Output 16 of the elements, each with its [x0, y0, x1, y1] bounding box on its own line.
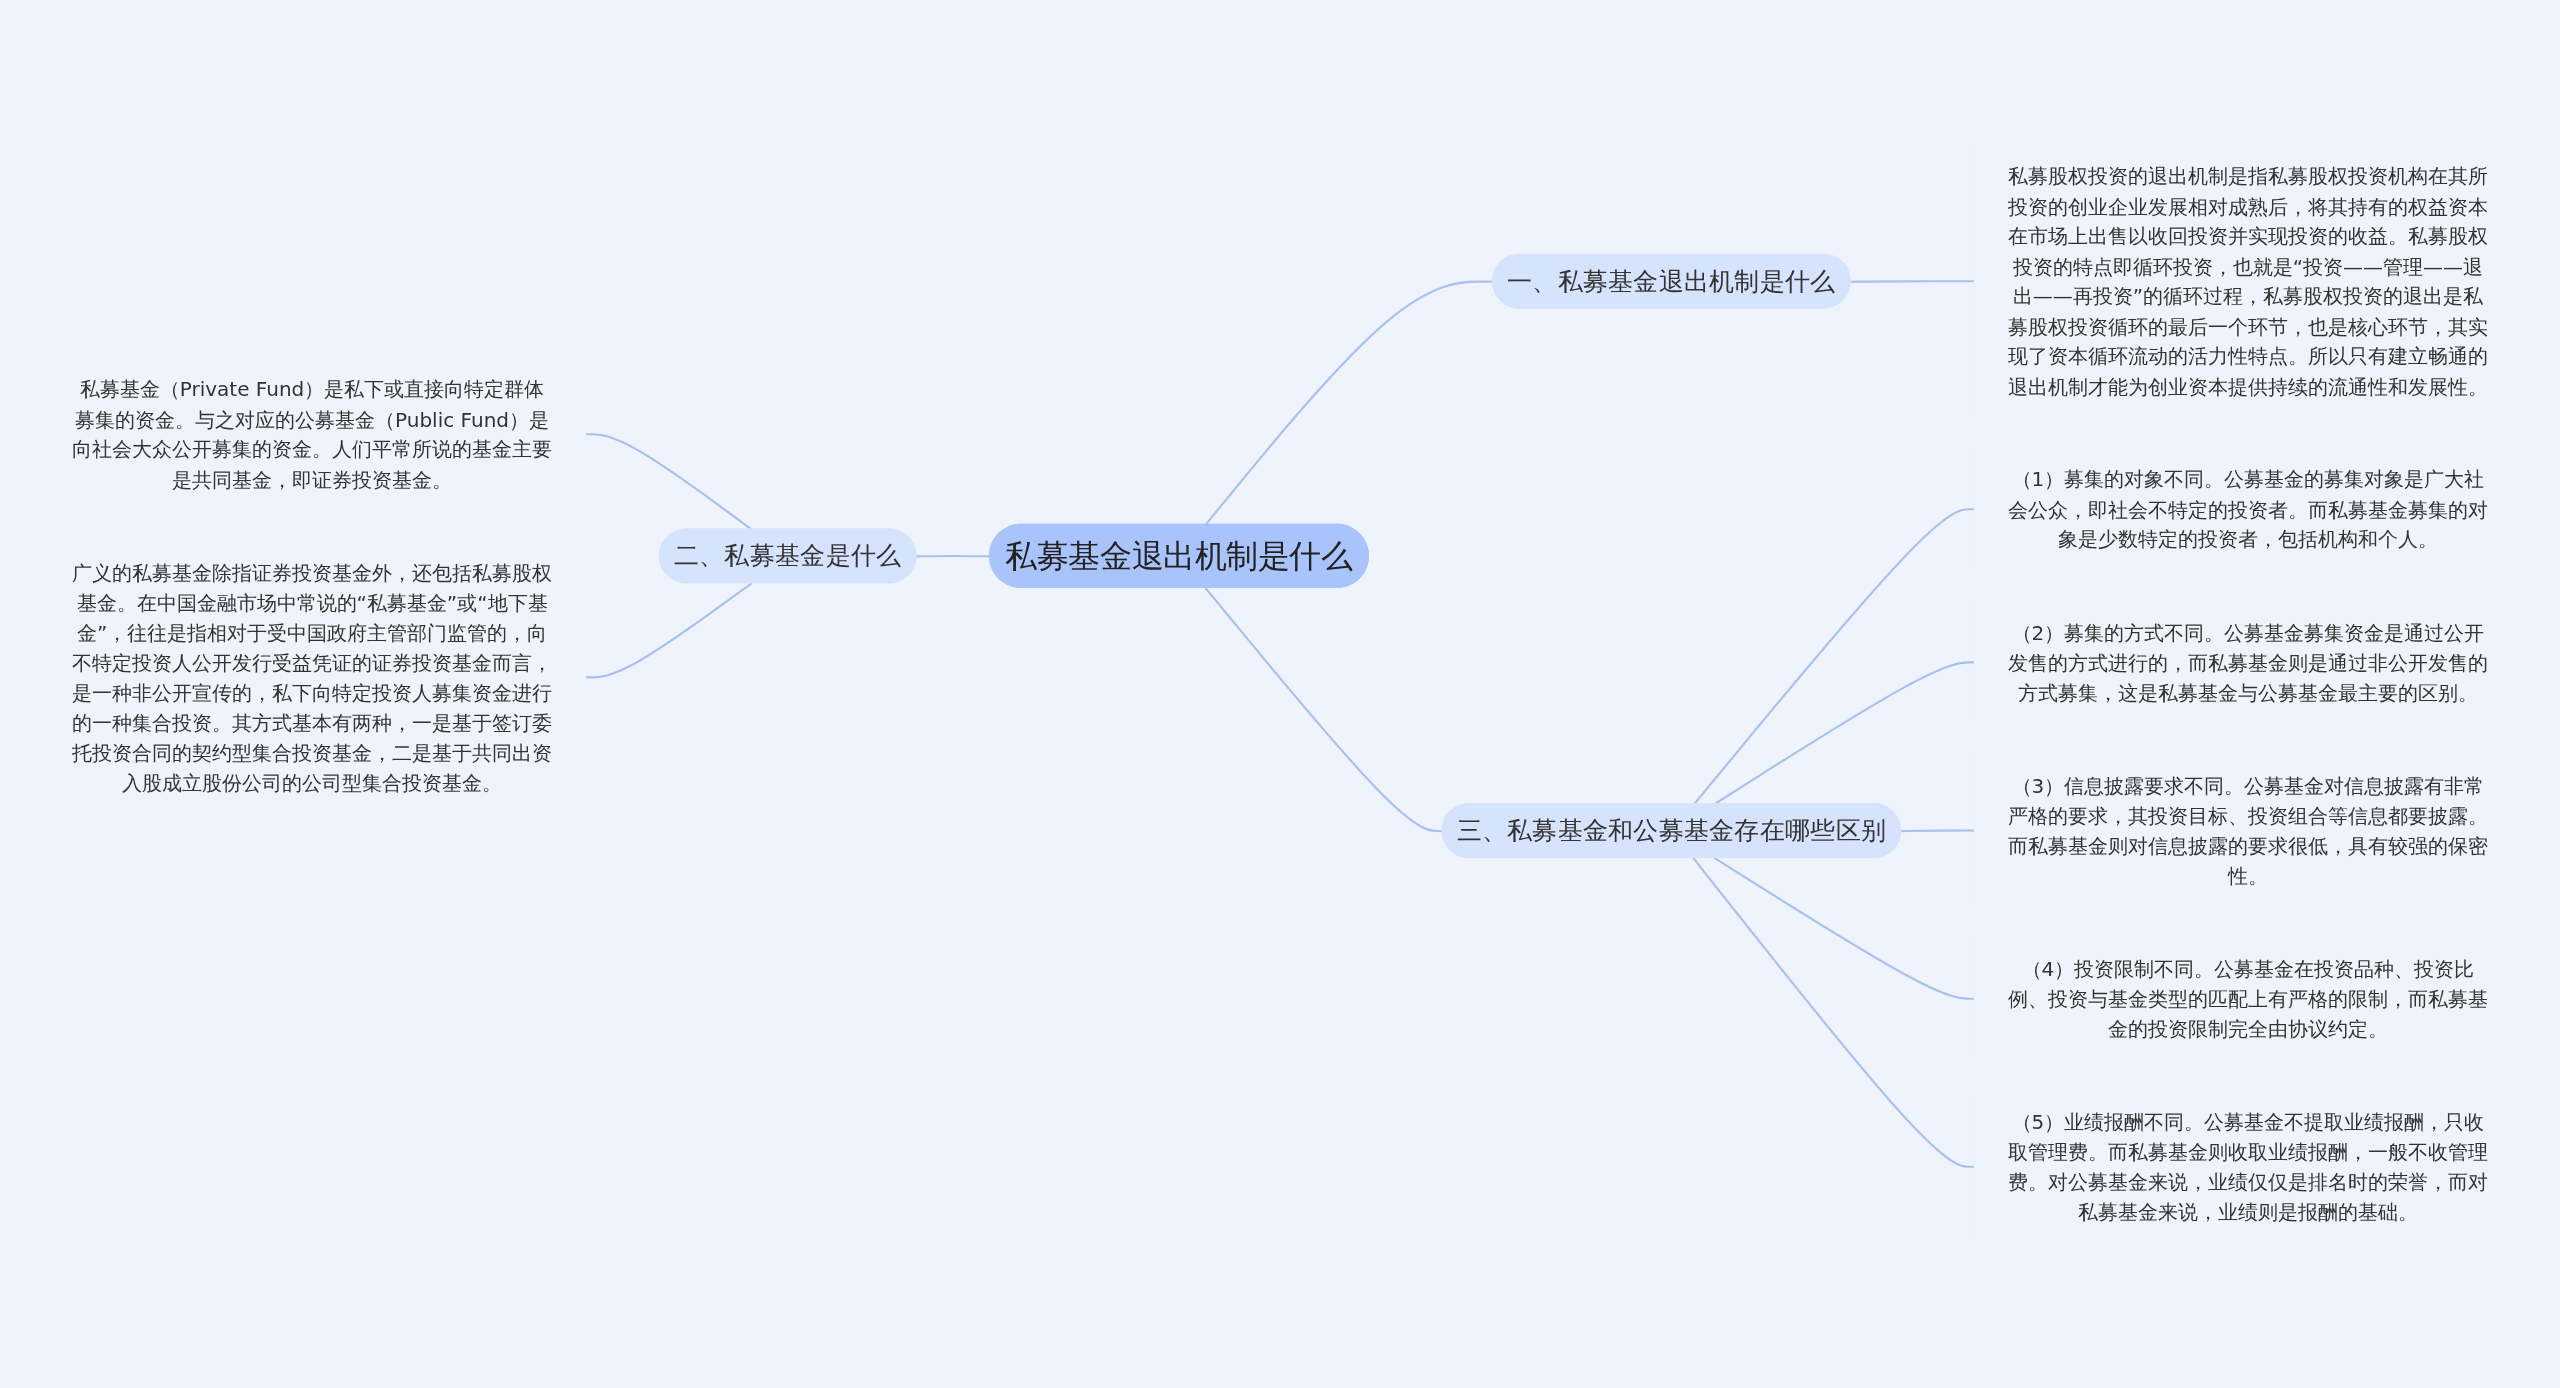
node-text: 广义的私募基金除指证券投资基金外，还包括私募股权基金。在中国金融市场中常说的“私募基金”或“地下基金”，往往是指相对于受中国政府主管部门监管的，向不特定投资人公开发行受益凭证的证券投资基金而言，是一种非公开宣传的，私下向特定投资人募集资金进行的一种集合投资。其方式基本有两种，一是基于签订委托投资合同的契约型集合投资基金，二是基于共同出资入股成立股份公司的公司型集合投资基金。	[72, 560, 553, 794]
node-text: （4）投资限制不同。公募基金在投资品种、投资比例、投资与基金类型的匹配上有严格的限制，而私募基金的投资限制完全由协议约定。	[2007, 956, 2488, 1040]
connector	[1901, 829, 1975, 833]
connector	[1850, 280, 1975, 283]
connector	[585, 433, 753, 531]
connector	[1713, 857, 1975, 1000]
node-text: （2）募集的方式不同。公募基金募集资金是通过公开发售的方式进行的，而私募基金则是通过非公开发售的方式募集，这是私募基金与公募基金最主要的区别。	[2007, 620, 2488, 704]
connector	[1204, 587, 1443, 833]
node-text: 私募基金（Private Fund）是私下或直接向特定群体募集的资金。与之对应的公募基金（Public Fund）是向社会大众公开募集的资金。人们平常所说的基金主要是共同基金，即证券投资基金。	[72, 377, 553, 491]
connector	[585, 582, 753, 679]
node-text: （3）信息披露要求不同。公募基金对信息披露有非常严格的要求，其投资目标、投资组合等信息都要披露。而私募基金则对信息披露的要求很低，具有较强的保密性。	[2007, 773, 2488, 887]
node-text: （5）业绩报酬不同。公募基金不提取业绩报酬，只收取管理费。而私募基金则收取业绩报酬，一般不收管理费。对公募基金来说，业绩仅仅是排名时的荣誉，而对私募基金来说，业绩则是报酬的基础。	[2007, 1109, 2488, 1224]
connector	[1693, 508, 1975, 805]
connector	[1692, 857, 1975, 1168]
node-text: （1）募集的对象不同。公募基金的募集对象是广大社会公众，即社会不特定的投资者。而私募基金募集的对象是少数特定的投资者，包括机构和个人。	[2007, 467, 2488, 551]
node-text: 私募股权投资的退出机制是指私募股权投资机构在其所投资的创业企业发展相对成熟后，将其持有的权益资本在市场上出售以收回投资并实现投资的收益。私募股权投资的特点即循环投资，也就是“投资——管理——退出——再投资”的循环过程，私募股权投资的退出是私募股权投资循环的最后一个环节，也是核心环节，其实现了资本循环流动的活力性特点。所以只有建立畅通的退出机制才能为创业资本提供持续的流通性和发展性。	[2007, 164, 2488, 398]
